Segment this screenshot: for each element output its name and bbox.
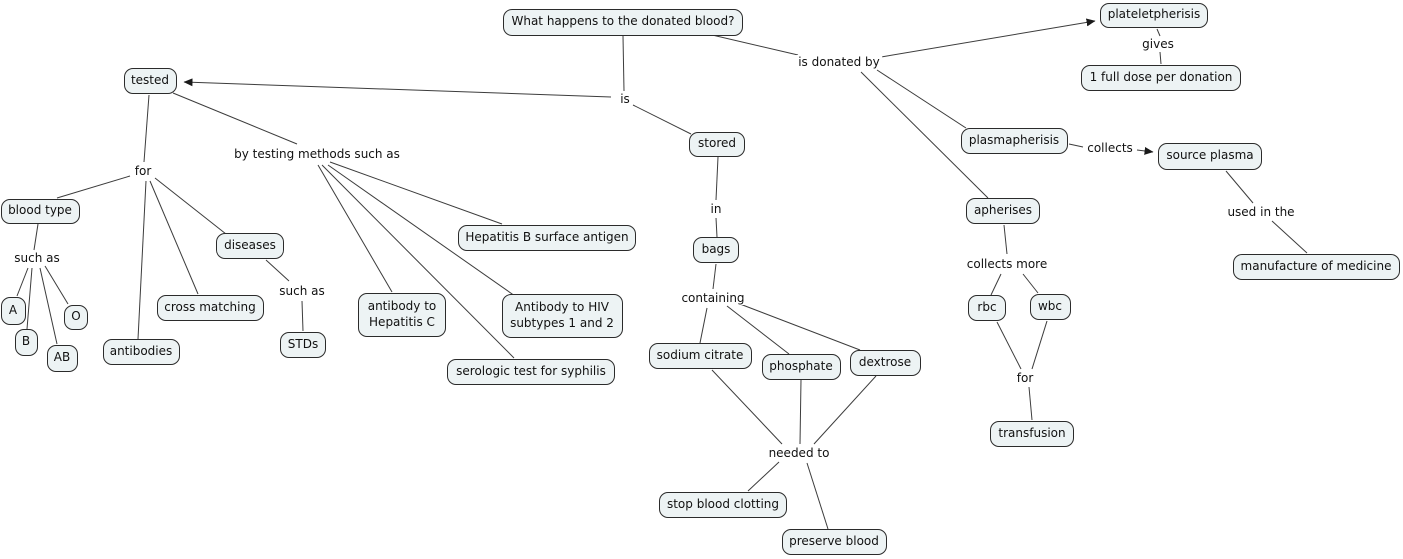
concept-node-diseases[interactable]: diseases xyxy=(216,233,284,259)
edge-is-donated-by-to-plateletpherisis xyxy=(880,18,1096,58)
concept-node-a[interactable]: A xyxy=(0,297,26,325)
edge-for-transfusion-to-transfusion xyxy=(1028,386,1033,421)
concept-node-apherises[interactable]: apherises xyxy=(966,198,1040,224)
link-label-testing-methods[interactable]: by testing methods such as xyxy=(232,147,402,161)
concept-node-phosphate[interactable]: phosphate xyxy=(761,354,841,380)
edge-containing-to-sodium-citrate xyxy=(699,307,708,344)
edge-lines xyxy=(16,18,1308,530)
edge-in-to-bags xyxy=(715,217,718,238)
concept-node-source-plasma[interactable]: source plasma xyxy=(1158,142,1262,170)
concept-node-transfusion[interactable]: transfusion xyxy=(990,421,1074,447)
link-label-used-in-the[interactable]: used in the xyxy=(1225,205,1297,219)
concept-node-plateletpherisis[interactable]: plateletpherisis xyxy=(1100,2,1208,28)
link-label-containing[interactable]: containing xyxy=(679,291,747,305)
edge-collects-to-source-plasma xyxy=(1136,146,1154,155)
edge-such-as-types-to-b xyxy=(26,267,33,330)
edge-testing-methods-to-hepatitis-c xyxy=(317,164,393,293)
edge-plasmapherisis-to-collects xyxy=(1068,143,1084,148)
link-label-is[interactable]: is xyxy=(618,92,632,106)
edge-source-plasma-to-used-in-the xyxy=(1225,170,1254,204)
edge-dextrose-to-needed-to xyxy=(813,375,877,445)
edge-gives-to-full-dose xyxy=(1159,51,1162,65)
edge-tested-to-for-tested xyxy=(143,94,150,163)
edge-for-tested-to-antibodies xyxy=(137,180,147,340)
concept-node-hepatitis-b[interactable]: Hepatitis B surface antigen xyxy=(458,225,636,251)
edge-used-in-the-to-manufacture xyxy=(1271,220,1308,254)
concept-node-dextrose[interactable]: dextrose xyxy=(849,350,921,376)
concept-node-syphilis[interactable]: serologic test for syphilis xyxy=(447,359,615,385)
edge-blood-type-to-such-as-types xyxy=(33,223,39,251)
concept-node-cross-matching[interactable]: cross matching xyxy=(156,295,264,321)
concept-node-antibodies[interactable]: antibodies xyxy=(102,339,180,365)
concept-node-ab[interactable]: AB xyxy=(46,344,78,372)
edge-such-as-types-to-o xyxy=(44,265,69,305)
concept-node-o[interactable]: O xyxy=(64,304,88,330)
edge-tested-to-testing-methods xyxy=(172,92,298,145)
link-label-such-as-types[interactable]: such as xyxy=(12,251,62,265)
concept-node-tested[interactable]: tested xyxy=(123,68,177,94)
link-label-for-transfusion[interactable]: for xyxy=(1014,371,1036,385)
edge-wbc-to-for-transfusion xyxy=(1031,320,1048,370)
edge-question-to-is xyxy=(622,35,625,92)
edge-collects-more-to-rbc xyxy=(990,273,1002,296)
concept-node-blood-type[interactable]: blood type xyxy=(0,198,80,224)
edge-such-as-types-to-ab xyxy=(39,267,58,345)
link-label-is-donated-by[interactable]: is donated by xyxy=(796,55,882,69)
concept-node-question[interactable]: What happens to the donated blood? xyxy=(503,8,743,36)
link-label-gives[interactable]: gives xyxy=(1140,37,1176,51)
edge-needed-to-to-stop-clotting xyxy=(747,461,780,492)
edge-testing-methods-to-hiv xyxy=(327,164,516,297)
concept-node-preserve-blood[interactable]: preserve blood xyxy=(781,529,887,555)
link-label-such-as-stds[interactable]: such as xyxy=(277,284,327,298)
edge-plateletpherisis-to-gives xyxy=(1156,28,1161,37)
edge-such-as-types-to-a xyxy=(16,267,29,297)
edge-is-to-tested xyxy=(183,78,612,98)
edge-for-tested-to-cross-matching xyxy=(149,180,199,295)
link-label-collects-more[interactable]: collects more xyxy=(964,257,1050,271)
concept-node-hiv[interactable]: Antibody to HIV subtypes 1 and 2 xyxy=(501,294,623,338)
link-label-needed-to[interactable]: needed to xyxy=(766,446,832,460)
edge-for-tested-to-blood-type xyxy=(56,175,131,199)
concept-node-plasmapherisis[interactable]: plasmapherisis xyxy=(960,128,1068,154)
edge-stored-to-in xyxy=(715,156,719,201)
edge-such-as-stds-to-stds xyxy=(301,300,304,332)
edge-sodium-citrate-to-needed-to xyxy=(711,369,783,445)
edge-phosphate-to-needed-to xyxy=(799,379,802,445)
link-label-for-tested[interactable]: for xyxy=(132,164,154,178)
concept-node-b[interactable]: B xyxy=(14,328,38,356)
edge-is-donated-by-to-plasmapherisis xyxy=(876,69,967,129)
link-label-in[interactable]: in xyxy=(708,202,724,216)
concept-node-hepatitis-c[interactable]: antibody to Hepatitis C xyxy=(358,293,446,337)
edge-testing-methods-to-hepatitis-b xyxy=(329,161,503,225)
edge-containing-to-phosphate xyxy=(726,305,790,355)
concept-node-wbc[interactable]: wbc xyxy=(1029,294,1071,320)
concept-node-stored[interactable]: stored xyxy=(689,131,745,157)
edge-collects-more-to-wbc xyxy=(1022,273,1039,294)
concept-node-manufacture[interactable]: manufacture of medicine xyxy=(1232,254,1400,280)
concept-node-bags[interactable]: bags xyxy=(693,237,739,263)
edge-diseases-to-such-as-stds xyxy=(265,259,290,282)
edge-testing-methods-to-syphilis xyxy=(321,164,515,359)
concept-node-stds[interactable]: STDs xyxy=(280,332,326,358)
edge-containing-to-dextrose xyxy=(739,303,861,351)
edge-apherises-to-collects-more xyxy=(1003,224,1008,255)
link-label-collects[interactable]: collects xyxy=(1085,141,1135,155)
edge-for-tested-to-diseases xyxy=(154,177,227,235)
edge-is-donated-by-to-apherises xyxy=(860,71,989,199)
edge-is-to-stored xyxy=(632,104,692,135)
concept-node-sodium-citrate[interactable]: sodium citrate xyxy=(648,343,752,369)
concept-node-stop-clotting[interactable]: stop blood clotting xyxy=(659,492,787,518)
edge-bags-to-containing xyxy=(712,263,717,290)
edge-rbc-to-for-transfusion xyxy=(996,321,1022,370)
concept-node-full-dose[interactable]: 1 full dose per donation xyxy=(1081,65,1241,91)
concept-node-rbc[interactable]: rbc xyxy=(968,295,1006,321)
edge-needed-to-to-preserve-blood xyxy=(806,462,829,530)
